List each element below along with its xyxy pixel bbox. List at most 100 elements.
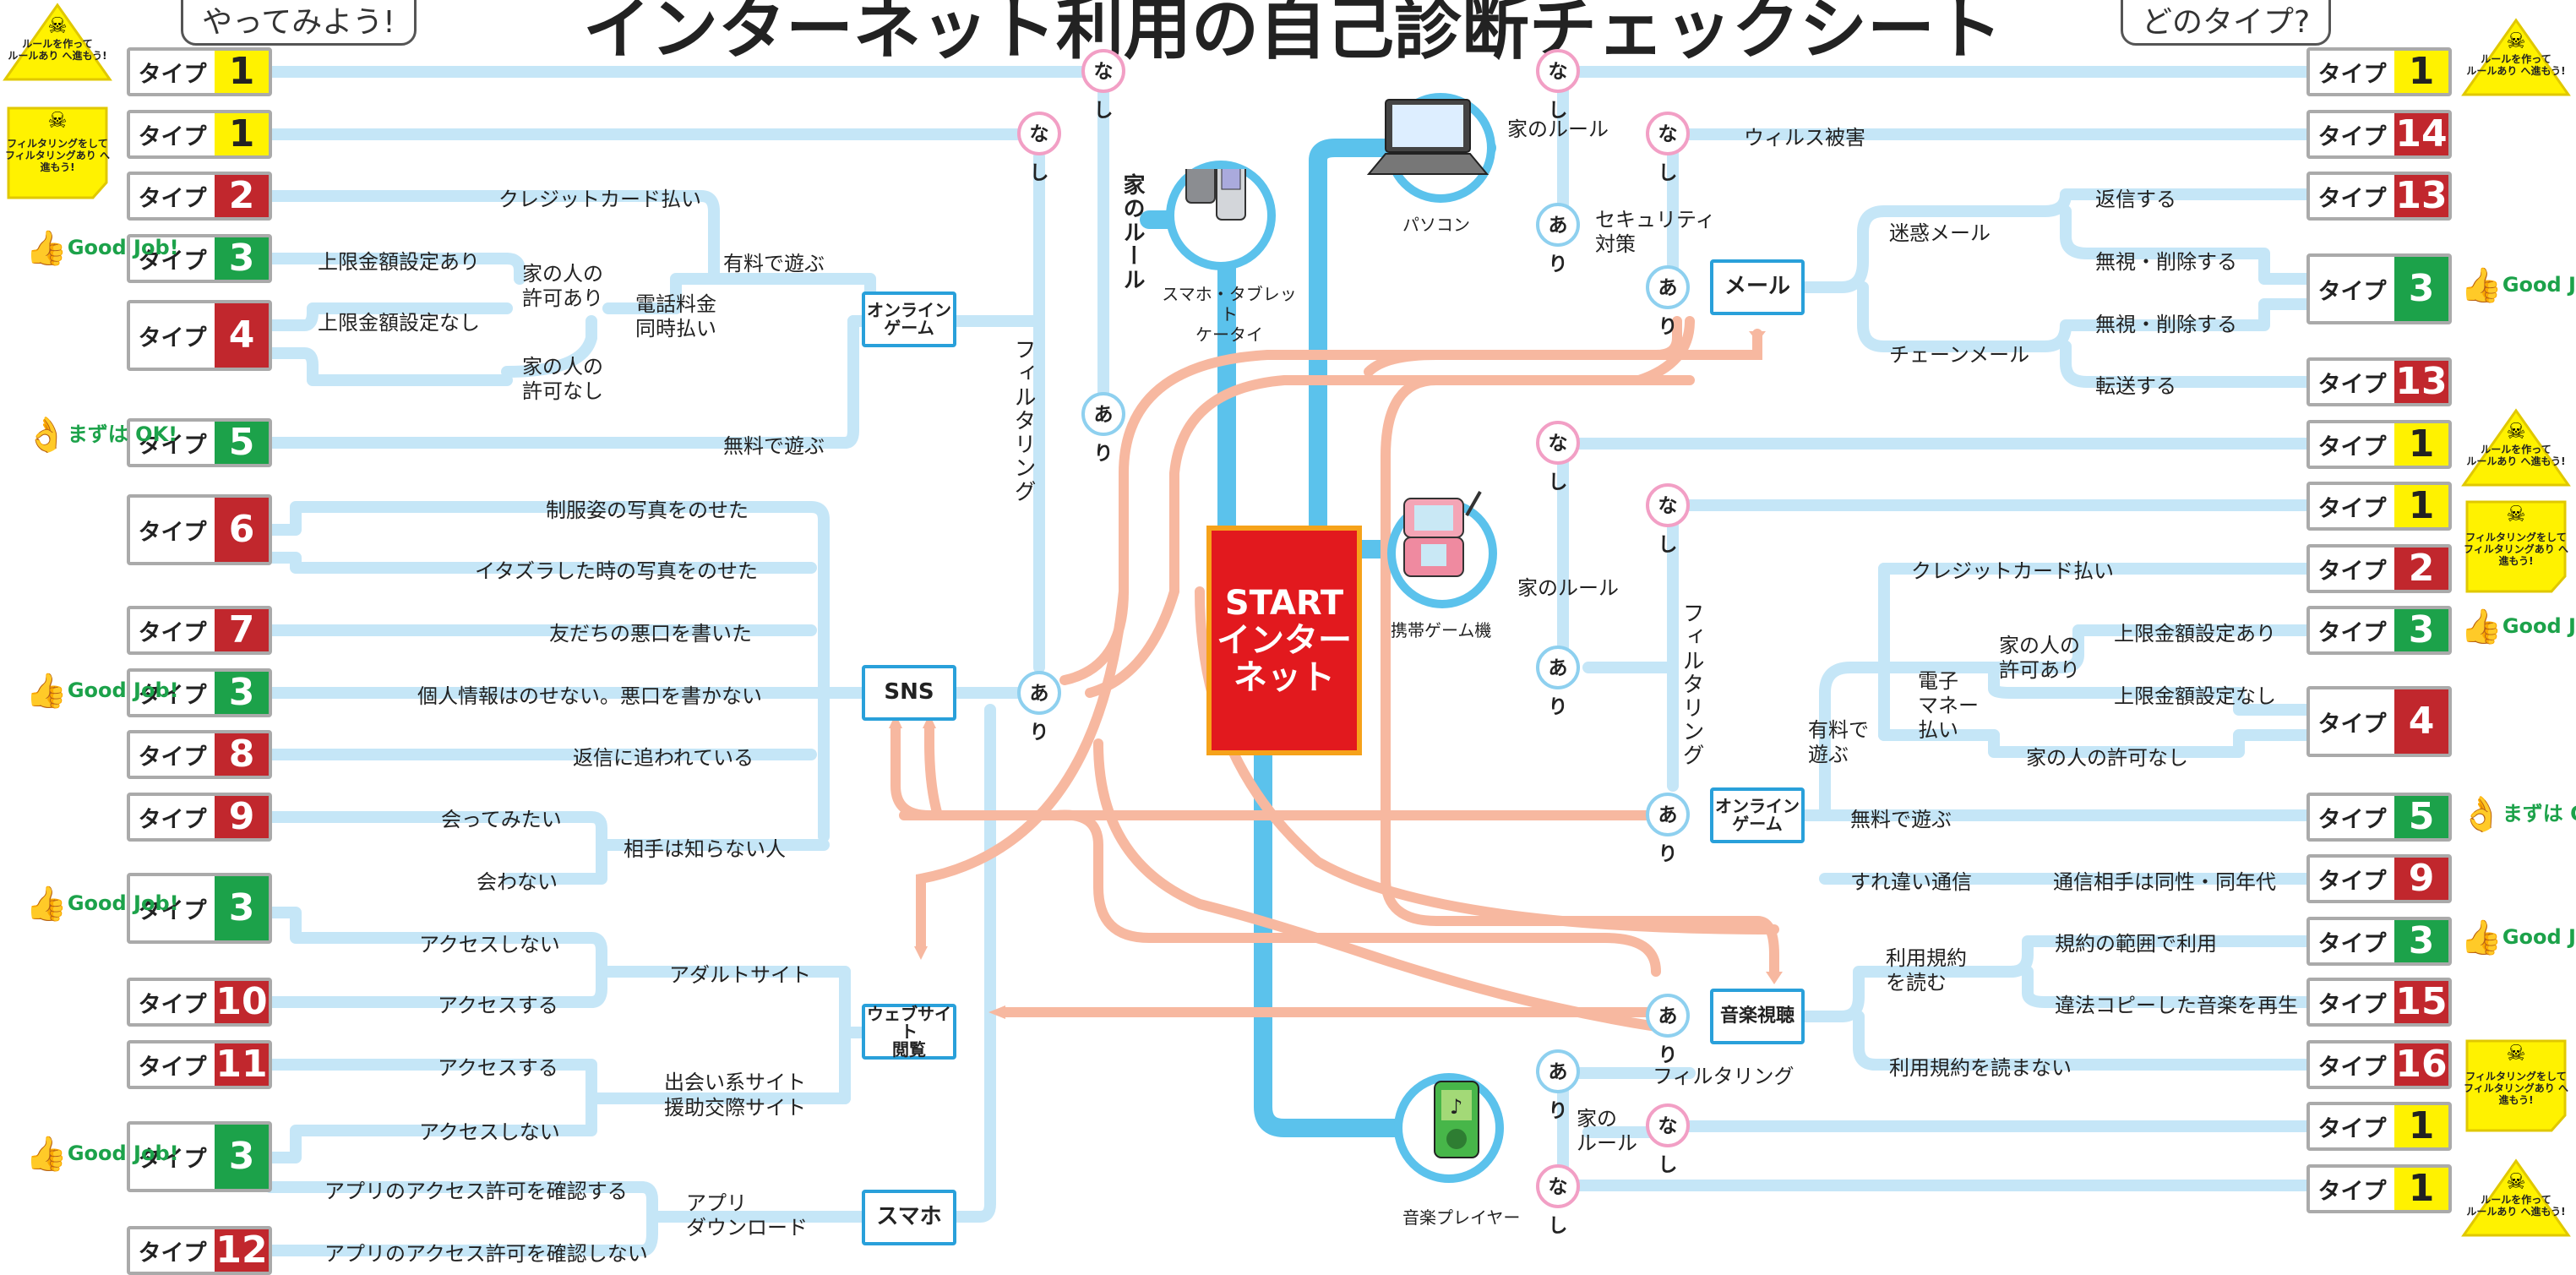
skull-icon: ☠	[2506, 502, 2526, 527]
category-website[interactable]: ウェブサイト 閲覧	[862, 1004, 956, 1060]
type-number: 4	[215, 303, 269, 368]
label-passing: すれ違い通信	[1850, 870, 1972, 894]
type-number: 13	[2394, 174, 2448, 217]
header: やってみよう! インターネット利用の自己診断チェックシート どのタイプ?	[0, 0, 2576, 68]
label-house-rule-player: 家の ルール	[1577, 1107, 1637, 1155]
type-number: 1	[2394, 51, 2448, 93]
label-stranger: 相手は知らない人	[624, 837, 786, 861]
category-online-game-left[interactable]: オンライン ゲーム	[862, 292, 956, 347]
node-ari-game-filter[interactable]: あり	[1646, 793, 1690, 865]
type-number: 5	[2394, 796, 2448, 838]
phone-device-circle[interactable]	[1166, 143, 1276, 270]
node-ari-pc-rule[interactable]: あり	[1536, 203, 1580, 275]
category-smartphone[interactable]: スマホ	[862, 1190, 956, 1245]
type-number: 11	[215, 1043, 269, 1086]
node-ari-player-filter[interactable]: あり	[1646, 994, 1690, 1066]
node-ari-game-rule[interactable]: あり	[1536, 646, 1580, 718]
node-ari-player-filter-2[interactable]: あり	[1536, 1049, 1580, 1122]
thumbs-up-icon: 👍	[25, 229, 68, 268]
pc-house-rule-label: 家のルール	[1507, 112, 1609, 142]
pc-device-circle[interactable]	[1366, 93, 1495, 203]
good-job-text: Good Job!	[67, 1142, 179, 1165]
type-number: 3	[2394, 609, 2448, 651]
good-job-text: Good Job!	[2502, 614, 2576, 638]
skull-icon: ☠	[47, 108, 68, 133]
category-music[interactable]: 音楽視聴	[1710, 989, 1805, 1044]
good-job-text: Good Job!	[67, 236, 179, 259]
type-number: 6	[215, 498, 269, 562]
node-nashi-pc-security[interactable]: なし	[1646, 112, 1690, 184]
node-nashi-game-filter[interactable]: なし	[1646, 483, 1690, 556]
category-sns[interactable]: SNS	[862, 665, 956, 721]
node-ari-pc-security[interactable]: あり	[1646, 265, 1690, 338]
type-number: 4	[2394, 689, 2448, 754]
node-nashi-game-rule[interactable]: なし	[1536, 421, 1580, 493]
category-online-game-right[interactable]: オンライン ゲーム	[1710, 787, 1805, 843]
node-ari-phone-filter[interactable]: あり	[1017, 671, 1061, 744]
thumbs-up-icon: 👍	[25, 672, 68, 711]
label-dating-site: 出会い系サイト 援助交際サイト	[664, 1071, 806, 1120]
good-job-badge-r1: 👍Good Job!	[2460, 269, 2576, 302]
skull-icon: ☠	[2506, 1041, 2526, 1066]
label-free-left: 無料で遊ぶ	[723, 434, 825, 458]
node-nashi-player-filter[interactable]: なし	[1536, 1164, 1580, 1237]
node-nashi-phone-rule[interactable]: なし	[1081, 49, 1125, 122]
type-label: タイプ	[138, 897, 207, 924]
type-label: タイプ	[2317, 433, 2387, 460]
node-nashi-player-rule[interactable]: なし	[1646, 1103, 1690, 1176]
start-internet-2: ネット	[1234, 658, 1335, 697]
skull-icon: ☠	[2506, 1169, 2526, 1195]
warn-text: フィルタリングをして フィルタリングあり へ 進もう!	[5, 138, 110, 173]
player-device-circle[interactable]: ♪	[1394, 1073, 1504, 1183]
start-box[interactable]: START インター ネット	[1206, 526, 1362, 755]
type-label: タイプ	[138, 682, 207, 709]
game-device-circle[interactable]	[1387, 491, 1497, 608]
type-label: タイプ	[138, 185, 207, 212]
label-illegal: 違法コピーした音楽を再生	[2055, 994, 2298, 1017]
label-family-yes-right: 家の人の 許可あり	[1999, 634, 2080, 682]
node-nashi-pc-rule[interactable]: なし	[1536, 49, 1580, 122]
label-credit-left: クレジットカード払い	[498, 188, 701, 211]
laptop-icon	[1366, 99, 1490, 175]
category-mail[interactable]: メール	[1710, 259, 1805, 315]
node-nashi-phone-filter[interactable]: なし	[1017, 112, 1061, 184]
label-no-terms: 利用規約を読まない	[1889, 1056, 2072, 1080]
music-player-icon: ♪	[1434, 1081, 1479, 1158]
label-access-dating: アクセスする	[438, 1056, 558, 1080]
node-ari-phone-rule[interactable]: あり	[1081, 392, 1125, 465]
type-label: タイプ	[138, 123, 207, 150]
